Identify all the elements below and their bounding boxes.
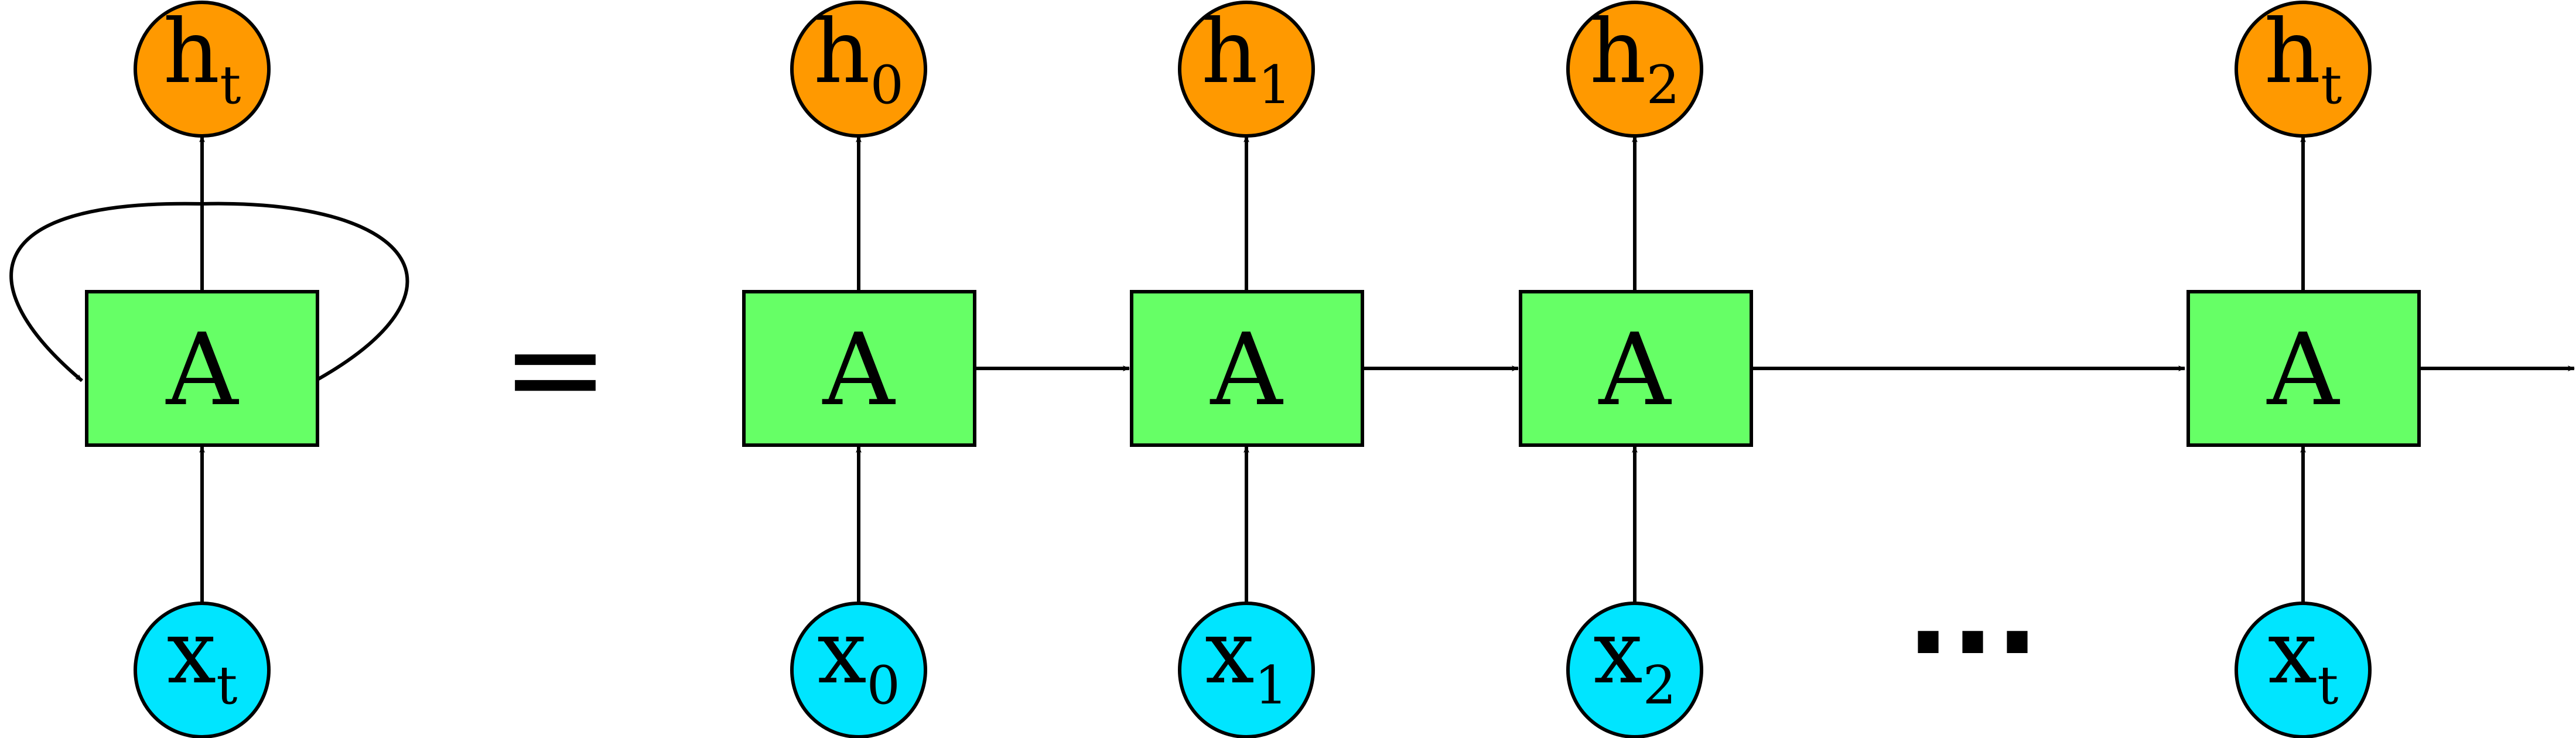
step-t: A xt ht <box>2186 1 2421 738</box>
equals-sign: = <box>501 293 609 443</box>
step-2-cell-label: A <box>1598 312 1672 428</box>
step-0-cell-label: A <box>822 312 896 428</box>
step-0-input-label: x0 <box>817 602 900 716</box>
step-1-input-circle <box>1178 602 1315 738</box>
step-0-output-label: h0 <box>814 1 904 116</box>
folded-input-node: xt <box>134 602 271 738</box>
folded-cell-label: A <box>166 312 240 428</box>
folded-input-circle <box>134 602 271 738</box>
step-2-input-label: x2 <box>1593 602 1676 716</box>
folded-output-label: ht <box>163 1 241 116</box>
step-t-input-circle <box>2235 602 2372 738</box>
step-0-cell-box <box>742 290 976 447</box>
folded-input-label: xt <box>167 602 238 716</box>
step-t-input-label: xt <box>2268 602 2339 716</box>
unrolled-rnn: A x0 h0 A x1 h1 <box>742 1 2575 738</box>
step-t-cell-box <box>2186 290 2421 447</box>
step-2-output-circle <box>1566 1 1703 138</box>
step-1: A x1 h1 <box>1130 1 1364 738</box>
step-2-output-label: h2 <box>1590 1 1680 116</box>
folded-output-node: ht <box>134 1 271 138</box>
folded-recurrent-loop <box>9 201 409 382</box>
step-1-cell-label: A <box>1210 312 1284 428</box>
folded-output-circle <box>134 1 271 138</box>
step-t-output-label: ht <box>2264 1 2342 116</box>
step-0: A x0 h0 <box>742 1 976 738</box>
folded-cell: A <box>85 290 319 447</box>
step-1-output-circle <box>1178 1 1315 138</box>
step-1-cell-box <box>1130 290 1364 447</box>
step-1-input-label: x1 <box>1205 602 1288 716</box>
step-t-cell-label: A <box>2267 312 2341 428</box>
step-1-output-label: h1 <box>1201 1 1292 116</box>
step-2: A x2 h2 <box>1519 1 1753 738</box>
folded-cell-box <box>85 290 319 447</box>
step-2-input-circle <box>1566 602 1703 738</box>
step-0-output-circle <box>790 1 927 138</box>
step-0-input-circle <box>790 602 927 738</box>
step-t-output-circle <box>2235 1 2372 138</box>
step-2-cell-box <box>1519 290 1753 447</box>
ellipsis: ... <box>1906 545 2039 681</box>
folded-rnn: A xt ht <box>9 1 409 738</box>
